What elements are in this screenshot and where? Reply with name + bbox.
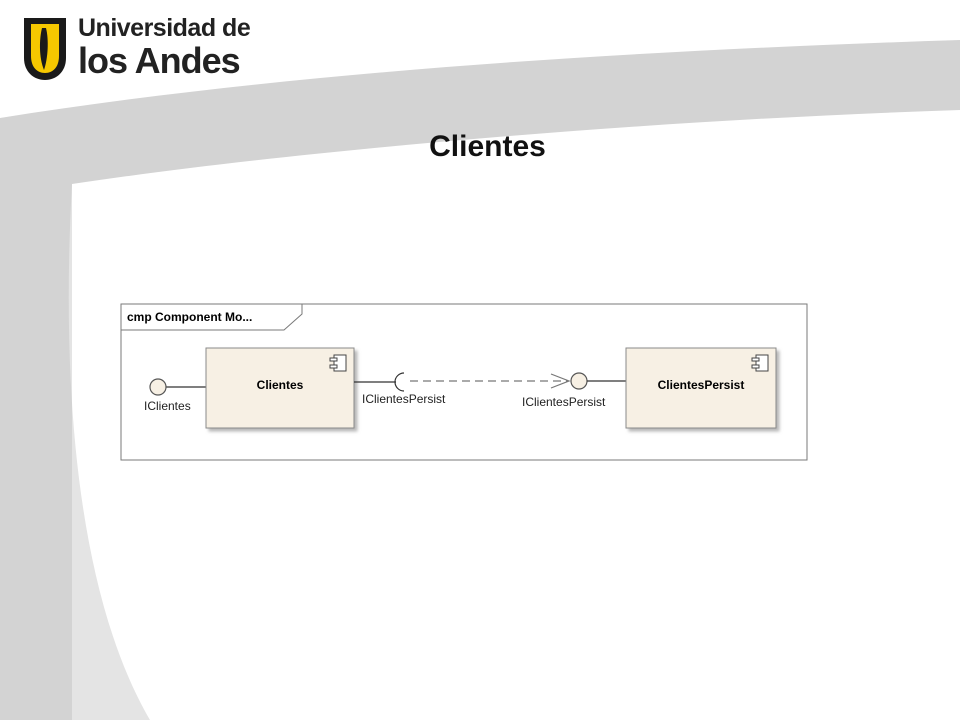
logo-text-line2: los Andes — [78, 40, 241, 81]
gray-swoosh-tail — [68, 184, 150, 720]
component-clientespersist-label: ClientesPersist — [658, 378, 745, 392]
component-clientespersist[interactable]: ClientesPersist — [625, 347, 777, 429]
iclientespersist-provided-label: IClientesPersist — [522, 395, 606, 409]
component-clientes[interactable]: Clientes — [205, 347, 355, 429]
component-clientes-box — [205, 347, 355, 429]
iclientespersist-lollipop-icon — [570, 372, 588, 390]
logo-emblem-icon — [24, 18, 66, 80]
component-icon — [329, 354, 347, 372]
page-title: Clientes — [429, 130, 546, 163]
gray-swoosh-band — [0, 40, 960, 720]
frame-title: cmp Component Mo... — [127, 310, 252, 324]
iclientes-label: IClientes — [144, 399, 191, 413]
frame-title-tab — [120, 303, 303, 331]
university-logo: Universidad de los Andes — [14, 12, 251, 84]
component-clientes-label: Clientes — [257, 378, 304, 392]
required-socket-icon — [394, 372, 405, 392]
iclientespersist-required-label: IClientesPersist — [362, 392, 446, 406]
component-clientespersist-box — [625, 347, 777, 429]
logo-text-line1: Universidad de — [78, 14, 251, 42]
component-icon — [751, 354, 769, 372]
dependency-arrowhead-icon — [550, 373, 571, 389]
iclientes-lollipop-icon — [149, 378, 167, 396]
